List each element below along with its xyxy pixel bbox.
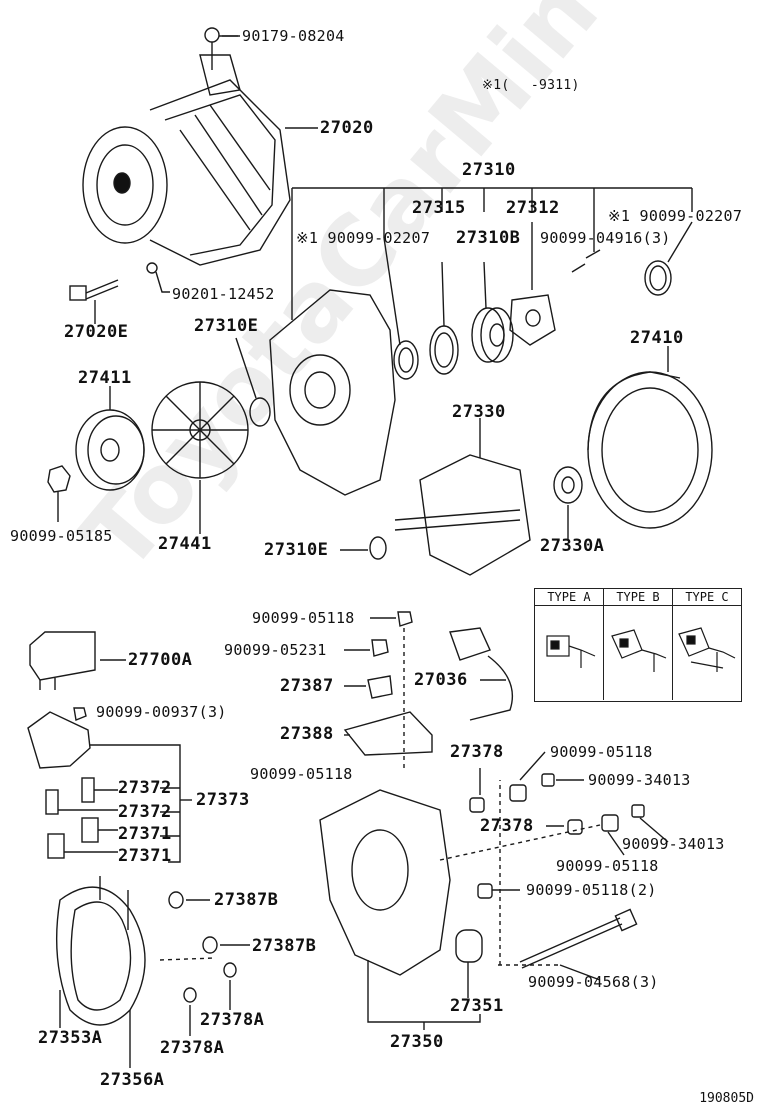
label-27036: 27036 xyxy=(414,670,468,690)
bolt-27020E xyxy=(69,279,119,324)
label-90099-05118-c: 90099-05118 xyxy=(250,765,353,783)
label-90099-04916: 90099-04916(3) xyxy=(540,229,671,247)
label-27310E-a: 27310E xyxy=(194,316,259,336)
callout-lines-27310 xyxy=(291,187,693,320)
label-27372-b: 27372 xyxy=(118,802,172,822)
connector-type-table: TYPE A TYPE B TYPE C xyxy=(534,588,742,702)
label-27356A: 27356A xyxy=(100,1070,165,1090)
type-a-cell xyxy=(535,606,604,700)
label-27387: 27387 xyxy=(280,676,334,696)
alternator-assembly-illustration xyxy=(82,27,291,266)
label-27388: 27388 xyxy=(280,724,334,744)
label-27020: 27020 xyxy=(320,118,374,138)
label-27387B-b: 27387B xyxy=(252,936,317,956)
label-27700A: 27700A xyxy=(128,650,193,670)
label-27410: 27410 xyxy=(630,328,684,348)
label-27411: 27411 xyxy=(78,368,132,388)
label-27372-a: 27372 xyxy=(118,778,172,798)
rectifier-27356A xyxy=(55,876,146,1068)
label-27371-b: 27371 xyxy=(118,846,172,866)
label-90099-05118-b: 90099-05118 xyxy=(550,743,653,761)
label-90099-05118-a: 90099-05118 xyxy=(252,609,355,627)
type-c-header: TYPE C xyxy=(673,589,741,606)
label-27378A-a: 27378A xyxy=(200,1010,265,1030)
label-90099-34013-a: 90099-34013 xyxy=(588,771,691,789)
rear-frame-27350 xyxy=(319,789,481,1030)
label-27378-b: 27378 xyxy=(480,816,534,836)
label-90179-08204: 90179-08204 xyxy=(242,27,345,45)
label-27353A: 27353A xyxy=(38,1028,103,1048)
label-27310E-b: 27310E xyxy=(264,540,329,560)
fan-27441 xyxy=(151,381,249,534)
label-90099-02207-a: ※1 90099-02207 xyxy=(608,207,743,225)
diagram-code: 190805D xyxy=(699,1091,754,1106)
label-27020E: 27020E xyxy=(64,322,129,342)
label-27371-a: 27371 xyxy=(118,824,172,844)
stator-27410 xyxy=(587,346,713,529)
label-90099-04568: 90099-04568(3) xyxy=(528,973,659,991)
note-label: ※1( -9311) xyxy=(482,78,580,93)
label-90099-00937: 90099-00937(3) xyxy=(96,703,227,721)
label-90099-02207-b: ※1 90099-02207 xyxy=(296,229,431,247)
label-27330A: 27330A xyxy=(540,536,605,556)
label-27387B-a: 27387B xyxy=(214,890,279,910)
label-90099-05118-e: 90099-05118(2) xyxy=(526,881,657,899)
label-27373: 27373 xyxy=(196,790,250,810)
type-c-cell xyxy=(673,606,741,700)
drive-end-frame-27310 xyxy=(269,289,396,496)
label-27312: 27312 xyxy=(506,198,560,218)
label-27378-a: 27378 xyxy=(450,742,504,762)
label-27315: 27315 xyxy=(412,198,466,218)
label-90099-05231: 90099-05231 xyxy=(224,641,327,659)
label-27441: 27441 xyxy=(158,534,212,554)
label-27351: 27351 xyxy=(450,996,504,1016)
regulator-27700A xyxy=(29,631,126,690)
label-90099-05118-d: 90099-05118 xyxy=(556,857,659,875)
label-90099-05185: 90099-05185 xyxy=(10,527,113,545)
label-27378A-b: 27378A xyxy=(160,1038,225,1058)
label-90201-12452: 90201-12452 xyxy=(172,285,275,303)
rotor-27330 xyxy=(394,418,531,576)
pulley-27411 xyxy=(75,386,145,491)
label-27330: 27330 xyxy=(452,402,506,422)
label-90099-34013-b: 90099-34013 xyxy=(622,835,725,853)
type-b-cell xyxy=(604,606,673,700)
type-a-header: TYPE A xyxy=(535,589,604,606)
label-27350: 27350 xyxy=(390,1032,444,1052)
label-27310B: 27310B xyxy=(456,228,521,248)
type-b-header: TYPE B xyxy=(604,589,673,606)
label-27310: 27310 xyxy=(462,160,516,180)
